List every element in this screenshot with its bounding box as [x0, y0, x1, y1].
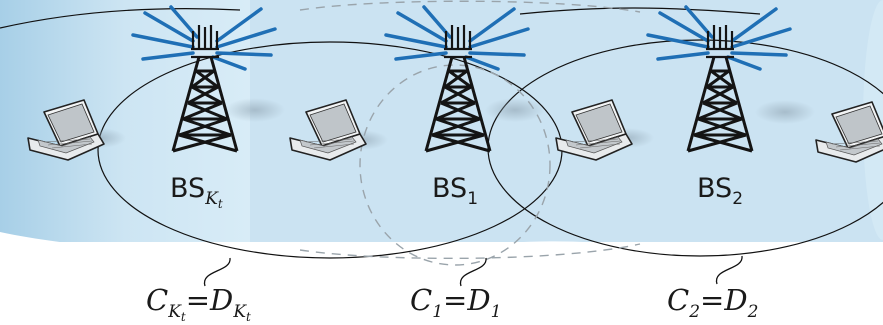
cell-label-1: C1=D1 — [410, 283, 501, 322]
leader-lines — [204, 255, 743, 287]
bs-label-kt: BSKt — [170, 173, 223, 211]
cell-boundary-1-dashed — [359, 64, 551, 266]
bs-label-1: BS1 — [432, 173, 478, 209]
bs-label-2: BS2 — [697, 173, 743, 209]
cell-label-kt: CKt=DKt — [146, 283, 251, 324]
cell-label-2: C2=D2 — [667, 283, 758, 322]
